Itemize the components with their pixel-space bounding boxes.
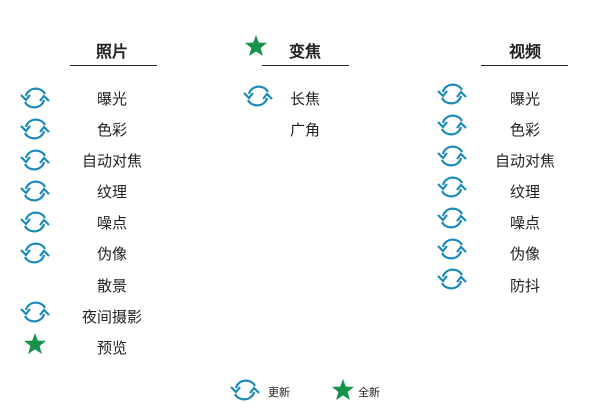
refresh-icon	[18, 240, 52, 266]
list-item: 曝光	[420, 85, 600, 113]
refresh-icon	[241, 83, 275, 109]
list-item: 自动对焦	[420, 147, 600, 175]
item-label: 防抖	[509, 277, 541, 295]
list-item: 曝光	[0, 85, 200, 113]
refresh-icon	[435, 174, 469, 200]
list-item: 防抖	[420, 272, 600, 300]
list-item: 散景	[0, 272, 200, 300]
list-item: 长焦	[230, 85, 380, 113]
item-label: 伪像	[509, 245, 541, 263]
star-icon	[331, 378, 355, 402]
item-label: 噪点	[96, 214, 128, 232]
column-title-photo: 照片	[95, 42, 128, 61]
item-label: 曝光	[96, 90, 128, 108]
item-label: 自动对焦	[494, 152, 556, 170]
list-item: 噪点	[0, 209, 200, 237]
item-label: 广角	[289, 121, 321, 139]
refresh-icon	[435, 143, 469, 169]
item-label: 伪像	[96, 245, 128, 263]
list-item: 噪点	[420, 209, 600, 237]
list-item: 自动对焦	[0, 147, 200, 175]
item-label: 散景	[96, 277, 128, 295]
item-label: 色彩	[96, 121, 128, 139]
divider	[481, 65, 568, 66]
refresh-icon	[18, 85, 52, 111]
star-icon	[244, 34, 268, 58]
list-item: 广角	[230, 116, 380, 144]
column-title-zoom: 变焦	[288, 42, 321, 61]
divider	[70, 65, 157, 66]
list-item: 伪像	[0, 240, 200, 268]
refresh-icon	[435, 112, 469, 138]
refresh-icon	[18, 178, 52, 204]
item-label: 纹理	[509, 183, 541, 201]
divider	[262, 65, 349, 66]
refresh-icon	[435, 236, 469, 262]
item-label: 曝光	[509, 90, 541, 108]
list-item: 纹理	[420, 178, 600, 206]
refresh-icon	[435, 266, 469, 292]
list-item: 预览	[0, 334, 200, 362]
legend-update-label: 更新	[268, 386, 290, 399]
refresh-icon	[18, 116, 52, 142]
item-label: 长焦	[289, 90, 321, 108]
item-label: 纹理	[96, 183, 128, 201]
refresh-icon	[228, 377, 262, 403]
item-label: 夜间摄影	[81, 308, 143, 326]
item-label: 预览	[96, 339, 128, 357]
refresh-icon	[18, 209, 52, 235]
legend-new-label: 全新	[358, 386, 380, 399]
list-item: 色彩	[0, 116, 200, 144]
refresh-icon	[435, 205, 469, 231]
list-item: 伪像	[420, 240, 600, 268]
item-label: 色彩	[509, 121, 541, 139]
refresh-icon	[18, 299, 52, 325]
column-title-video: 视频	[508, 42, 541, 61]
list-item: 色彩	[420, 116, 600, 144]
item-label: 自动对焦	[81, 152, 143, 170]
refresh-icon	[435, 81, 469, 107]
item-label: 噪点	[509, 214, 541, 232]
refresh-icon	[18, 147, 52, 173]
list-item: 夜间摄影	[0, 303, 200, 331]
star-icon	[23, 332, 47, 356]
list-item: 纹理	[0, 178, 200, 206]
